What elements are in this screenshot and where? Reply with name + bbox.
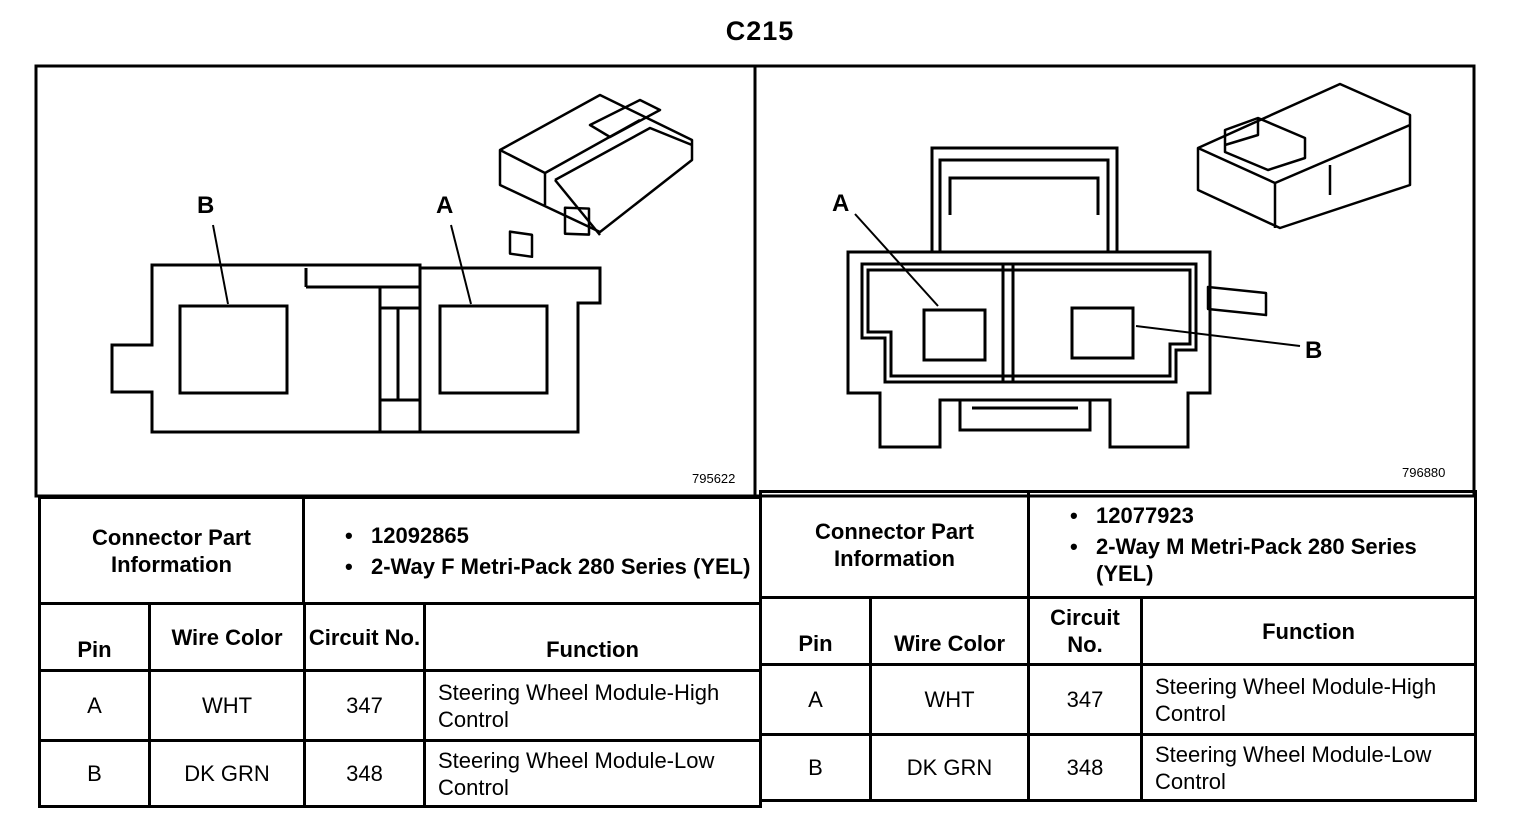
left-pin-label-b: B bbox=[197, 192, 214, 219]
right-header-circuit: Circuit No. bbox=[1027, 596, 1143, 666]
left-connector-iso bbox=[498, 93, 694, 259]
right-header-pin: Pin bbox=[759, 596, 872, 666]
left-row-b-wire-color: DK GRN bbox=[148, 739, 306, 808]
right-info-label: Connector Part Information bbox=[759, 490, 1030, 599]
right-header-wire-color: Wire Color bbox=[869, 596, 1030, 666]
right-pin-label-b: B bbox=[1305, 337, 1322, 364]
table-row: A WHT 347 Steering Wheel Module-High Con… bbox=[759, 663, 1477, 736]
right-row-b-wire-color: DK GRN bbox=[869, 733, 1030, 802]
left-info-table: Connector Part Information 12092865 2-Wa… bbox=[38, 496, 762, 605]
right-row-a-wire-color: WHT bbox=[869, 663, 1030, 736]
right-row-a-pin: A bbox=[759, 663, 872, 736]
right-row-b-circuit: 348 bbox=[1027, 733, 1143, 802]
left-drawing-code: 795622 bbox=[692, 471, 735, 486]
left-row-a-function: Steering Wheel Module-High Control bbox=[423, 669, 762, 742]
right-connector-iso bbox=[1196, 82, 1412, 317]
left-info-label: Connector Part Information bbox=[38, 496, 305, 605]
left-pin-table: Pin Wire Color Circuit No. Function A WH… bbox=[38, 602, 762, 808]
right-header-function: Function bbox=[1140, 596, 1477, 666]
right-info-list: 12077923 2-Way M Metri-Pack 280 Series (… bbox=[1027, 490, 1477, 599]
left-row-a-wire-color: WHT bbox=[148, 669, 306, 742]
left-connector-face bbox=[110, 224, 602, 434]
left-part-description: 2-Way F Metri-Pack 280 Series (YEL) bbox=[345, 553, 759, 580]
table-row: B DK GRN 348 Steering Wheel Module-Low C… bbox=[38, 739, 762, 808]
left-header-function: Function bbox=[423, 602, 762, 672]
left-row-b-pin: B bbox=[38, 739, 151, 808]
right-part-description: 2-Way M Metri-Pack 280 Series (YEL) bbox=[1070, 533, 1474, 587]
right-pin-table: Pin Wire Color Circuit No. Function A WH… bbox=[759, 596, 1477, 802]
right-drawing-code: 796880 bbox=[1402, 465, 1445, 480]
right-pin-label-a: A bbox=[832, 190, 849, 217]
left-header-circuit: Circuit No. bbox=[303, 602, 426, 672]
right-info-table: Connector Part Information 12077923 2-Wa… bbox=[759, 490, 1477, 599]
left-row-b-circuit: 348 bbox=[303, 739, 426, 808]
left-part-number: 12092865 bbox=[345, 522, 759, 549]
right-row-b-function: Steering Wheel Module-Low Control bbox=[1140, 733, 1477, 802]
right-row-a-function: Steering Wheel Module-High Control bbox=[1140, 663, 1477, 736]
left-row-b-function: Steering Wheel Module-Low Control bbox=[423, 739, 762, 808]
table-row: A WHT 347 Steering Wheel Module-High Con… bbox=[38, 669, 762, 742]
left-pin-label-a: A bbox=[436, 192, 453, 219]
right-row-a-circuit: 347 bbox=[1027, 663, 1143, 736]
left-header-wire-color: Wire Color bbox=[148, 602, 306, 672]
right-part-number: 12077923 bbox=[1070, 502, 1474, 529]
table-row: B DK GRN 348 Steering Wheel Module-Low C… bbox=[759, 733, 1477, 802]
right-connector-face bbox=[846, 146, 1301, 449]
left-info-list: 12092865 2-Way F Metri-Pack 280 Series (… bbox=[302, 496, 762, 605]
left-row-a-pin: A bbox=[38, 669, 151, 742]
right-row-b-pin: B bbox=[759, 733, 872, 802]
page-title: C215 bbox=[725, 16, 795, 46]
left-row-a-circuit: 347 bbox=[303, 669, 426, 742]
left-header-pin: Pin bbox=[38, 602, 151, 672]
